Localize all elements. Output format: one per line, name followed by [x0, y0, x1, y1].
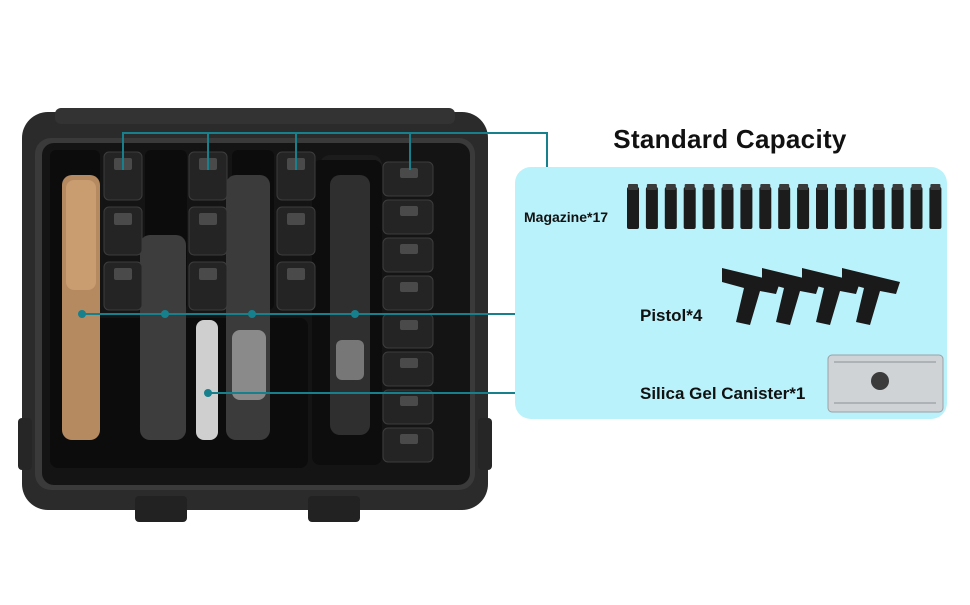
callout-dots [78, 310, 359, 397]
magazine-icon [721, 184, 734, 229]
magazine-icon [759, 184, 772, 229]
case-magazine-slot [276, 261, 316, 311]
case-magazine-slot [103, 261, 143, 311]
case-magazine-slot [276, 206, 316, 256]
case-magazine-slot [382, 199, 434, 235]
magazine-icon [797, 184, 810, 229]
magazine-icon [627, 184, 639, 229]
silica-gel-canister [827, 354, 944, 413]
magazine-icon [683, 184, 696, 229]
magazine-icon [929, 184, 942, 229]
magazine-icon [834, 184, 847, 229]
silica-gel-label: Silica Gel Canister*1 [640, 384, 806, 403]
case-magazine-slot [382, 427, 434, 463]
magazine-icon [816, 184, 828, 229]
pistol-icon [842, 268, 900, 325]
magazine-icon [645, 184, 658, 229]
magazine-icon [778, 184, 791, 229]
case-magazine-slot [382, 389, 434, 425]
case-magazine-slot [188, 261, 228, 311]
pistol-row [722, 268, 900, 325]
magazine-icon [664, 184, 677, 229]
case-magazine-slot [188, 206, 228, 256]
magazine-icon [891, 184, 904, 229]
pistol-label: Pistol*4 [640, 306, 703, 325]
case-magazine-slot [276, 151, 316, 201]
case-magazine-slot [382, 275, 434, 311]
magazine-icon [872, 184, 885, 229]
magazine-label: Magazine*17 [524, 209, 609, 225]
case-magazine-slot [382, 237, 434, 273]
case-magazine-slot [382, 161, 434, 197]
case-magazine-slot [103, 206, 143, 256]
magazine-icon [702, 184, 715, 229]
magazine-icon [910, 184, 923, 229]
case-magazine-slot [382, 313, 434, 349]
magazine-icon [853, 184, 866, 229]
case-magazine-slot [382, 351, 434, 387]
case-magazines [103, 151, 434, 463]
capacity-title: Standard Capacity [613, 124, 847, 154]
magazine-icon [740, 184, 753, 229]
case-magazine-slot [103, 151, 143, 201]
magazine-row [627, 184, 942, 229]
